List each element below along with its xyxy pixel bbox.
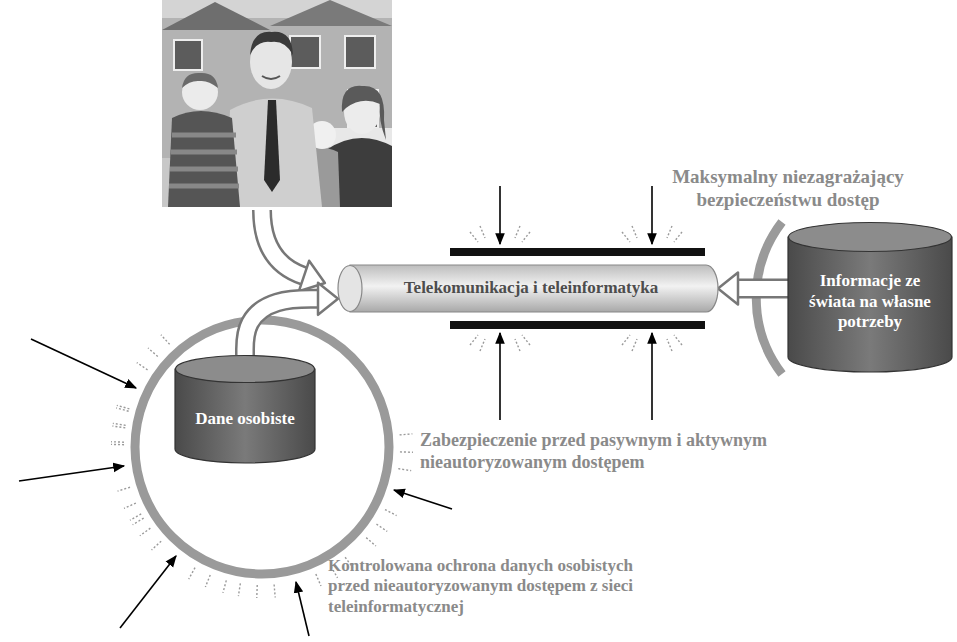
boy-stripes	[169, 135, 239, 186]
impact-ticks	[106, 406, 144, 526]
family-photo	[162, 0, 392, 207]
arrow-shaft-outline	[262, 210, 304, 276]
arrow-shaft	[738, 281, 788, 296]
photo-sky	[162, 0, 392, 207]
impact-ticks	[102, 330, 172, 446]
boy-figure	[168, 111, 240, 207]
house-window	[174, 40, 202, 70]
arrow-shaft-outline	[738, 279, 788, 299]
attack-arrow	[394, 490, 452, 509]
house-window	[345, 36, 375, 68]
node-text: Informacje ze świata na własne potrzeby	[802, 271, 938, 332]
attack-arrow	[120, 556, 176, 628]
annotation-label: Kontrolowana ochrona danych osobistych p…	[328, 556, 658, 617]
attack-arrow	[651, 333, 653, 420]
attack-arrow	[499, 186, 501, 244]
house-roof	[270, 0, 392, 26]
man-hair	[250, 32, 293, 55]
attack-arrow	[651, 186, 653, 244]
attack-arrow	[499, 333, 501, 420]
block-arrow	[245, 283, 338, 355]
attack-arrow	[296, 582, 309, 636]
shield-bar	[450, 248, 705, 256]
arrow-shaft	[262, 210, 304, 276]
tube-body	[350, 265, 718, 312]
attack-arrow	[31, 339, 136, 388]
impact-ticks	[365, 430, 422, 549]
cylinder-node: Dane osobiste	[175, 355, 315, 463]
annotation-label: Maksymalny niezagrażający bezpieczeństwu…	[625, 166, 951, 212]
annotation-label: Zabezpieczenie przed pasywnym i aktywnym…	[420, 430, 815, 473]
cylinder-top	[176, 356, 315, 383]
cylinder-body	[788, 237, 952, 372]
man-smile	[262, 76, 280, 79]
node-text: Telekomunikacja i teleinformatyka	[404, 278, 658, 298]
man-figure	[226, 98, 322, 207]
shield-bar	[450, 321, 705, 329]
cylinder-body	[175, 369, 315, 463]
arrow-head	[718, 273, 738, 305]
tube-end	[338, 266, 362, 312]
arrow-shaft	[245, 299, 318, 355]
arrow-head	[318, 283, 338, 315]
house-window	[290, 36, 320, 68]
attack-arrow	[19, 466, 124, 481]
cylinder-node: Informacje ze świata na własne potrzeby	[788, 222, 952, 372]
man-tie	[264, 100, 280, 192]
woman-hair	[342, 86, 386, 140]
node-text: Dane osobiste	[195, 409, 295, 429]
impact-ticks	[124, 511, 231, 601]
house-roof	[162, 2, 270, 30]
arrow-shaft-outline	[245, 299, 318, 355]
tube-node: Telekomunikacja i teleinformatyka	[338, 265, 718, 312]
cylinder-top	[789, 223, 952, 252]
block-arrow	[718, 273, 788, 305]
boy-hair	[182, 73, 218, 88]
photo-arrow	[262, 210, 325, 291]
protection-ring	[135, 320, 389, 574]
